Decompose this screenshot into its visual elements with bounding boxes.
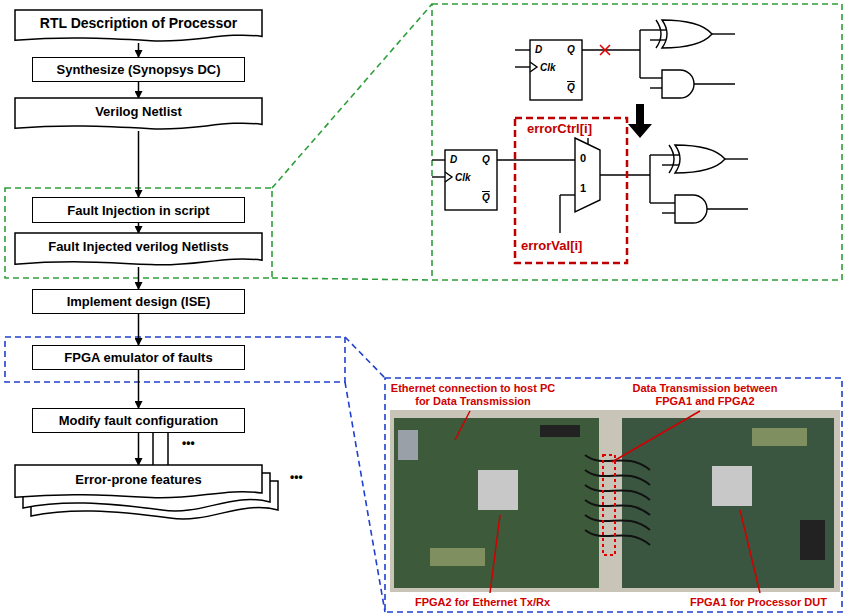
ellipsis-mark: ••• — [290, 470, 303, 484]
mux-highlight — [515, 118, 627, 263]
box-label: FPGA emulator of faults — [64, 350, 212, 365]
document-box: Error-prone features — [15, 465, 262, 500]
green-zoom — [5, 4, 842, 280]
photo-callout: Data Transmission between FPGA1 and FPGA… — [620, 382, 790, 408]
box-label: Fault Injection in script — [67, 203, 209, 218]
flow-arrow — [138, 433, 140, 465]
pin-name: Clk — [540, 62, 556, 73]
ellipsis-mark: ••• — [182, 436, 195, 450]
photo-callout: Ethernet connection to host PC for Data … — [388, 382, 558, 408]
pin-name: Clk — [455, 172, 471, 183]
pin-name: Q — [482, 192, 490, 203]
photo-callout: FPGA2 for Ethernet Tx/Rx — [415, 596, 550, 609]
flow-arrow — [138, 314, 140, 345]
photo-callout: FPGA1 for Processor DUT — [690, 596, 827, 609]
pin-name: D — [450, 154, 457, 165]
box-label: Fault Injected verilog Netlists — [48, 239, 229, 254]
blue-zoom — [5, 337, 842, 612]
flow-arrow — [138, 370, 140, 408]
box-label: RTL Description of Processor — [40, 15, 237, 31]
box-label: Modify fault configuration — [59, 413, 219, 428]
circuit-after — [432, 138, 748, 233]
pin-name: Q — [567, 82, 575, 93]
document-box: Fault Injected verilog Netlists — [15, 233, 262, 267]
process-box: Fault Injection in script — [32, 197, 245, 223]
box-label: Implement design (ISE) — [67, 294, 211, 309]
flow-arrow — [138, 223, 140, 233]
pin-name: Q — [567, 44, 575, 55]
circuit-before — [515, 20, 735, 100]
box-label: Error-prone features — [75, 472, 201, 487]
flow-arrow — [138, 131, 140, 197]
process-box: Modify fault configuration — [32, 408, 245, 433]
break-mark — [600, 45, 610, 55]
transform-arrow — [628, 104, 652, 138]
document-box: RTL Description of Processor — [15, 10, 262, 43]
flow-arrow — [138, 43, 140, 57]
box-label: Verilog Netlist — [95, 104, 182, 119]
board-photo — [390, 410, 840, 592]
process-box: FPGA emulator of faults — [32, 345, 245, 370]
process-box: Implement design (ISE) — [32, 289, 245, 314]
pin-name: Q — [482, 154, 490, 165]
document-box: Verilog Netlist — [15, 98, 262, 131]
flow-arrow — [138, 82, 140, 98]
signal-name: errorCtrl[i] — [527, 121, 592, 136]
pin-name: D — [535, 44, 542, 55]
leader-lines — [455, 411, 760, 593]
pin-name: 1 — [580, 182, 586, 194]
signal-name: errorVal[i] — [521, 238, 582, 253]
box-label: Synthesize (Synopsys DC) — [57, 62, 221, 77]
flow-arrow — [138, 267, 140, 289]
pin-name: 0 — [580, 152, 586, 164]
process-box: Synthesize (Synopsys DC) — [32, 57, 245, 82]
